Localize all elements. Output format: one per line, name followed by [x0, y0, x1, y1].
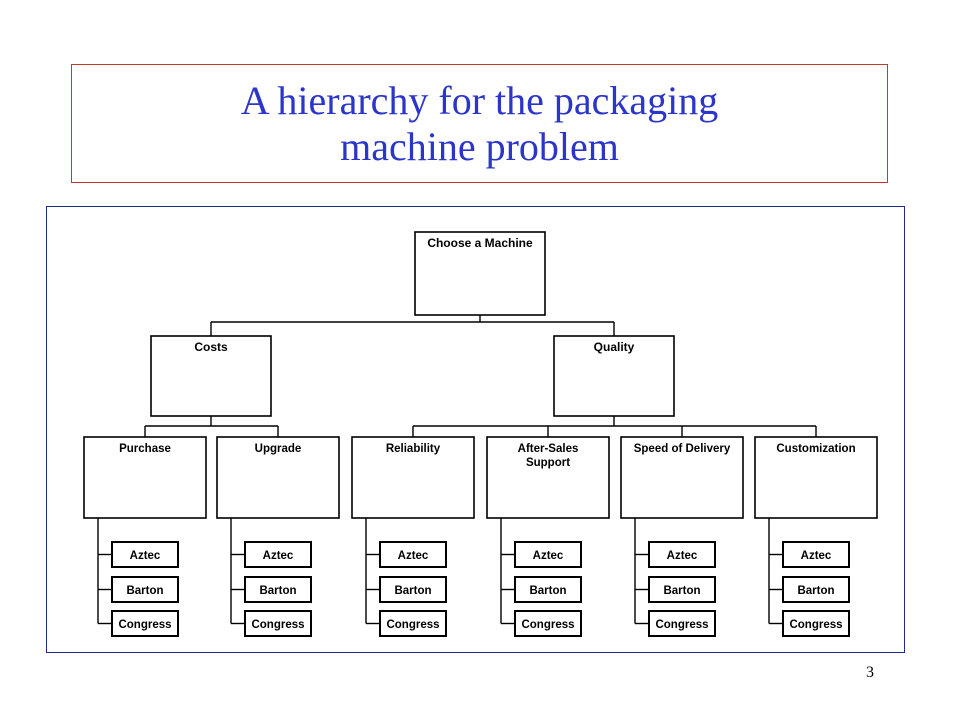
alternative-node-barton [514, 576, 582, 603]
alternative-node-barton [244, 576, 312, 603]
page-number: 3 [866, 664, 874, 681]
subcriteria-label: Reliability [386, 443, 441, 455]
alternative-node-aztec [111, 541, 179, 568]
subcriteria-label-line2: Support [526, 457, 570, 469]
alternative-label: Aztec [533, 550, 564, 562]
subcriteria-node-reliability [351, 436, 475, 519]
alternative-label: Congress [386, 619, 439, 631]
alternative-label: Aztec [667, 550, 698, 562]
alternative-node-barton [782, 576, 850, 603]
alternative-node-aztec [244, 541, 312, 568]
slide-title-box: A hierarchy for the packaging machine pr… [71, 64, 888, 183]
alternative-label: Congress [521, 619, 574, 631]
alternative-node-congress [782, 610, 850, 637]
alternative-label: Barton [797, 585, 834, 597]
subcriteria-node-customization [754, 436, 878, 519]
subcriteria-node-after-sales [486, 436, 610, 519]
alternative-node-aztec [514, 541, 582, 568]
alternative-label: Barton [259, 585, 296, 597]
alternative-label: Barton [663, 585, 700, 597]
alternative-label: Barton [529, 585, 566, 597]
alternative-node-congress [244, 610, 312, 637]
alternative-node-congress [514, 610, 582, 637]
subcriteria-label: Upgrade [255, 443, 302, 455]
alternative-label: Congress [118, 619, 171, 631]
alternative-node-congress [648, 610, 716, 637]
alternative-node-barton [111, 576, 179, 603]
alternative-label: Barton [126, 585, 163, 597]
alternative-node-congress [111, 610, 179, 637]
alternative-node-aztec [648, 541, 716, 568]
alternative-label: Aztec [801, 550, 832, 562]
subcriteria-label: After-Sales [518, 443, 579, 455]
alternative-node-aztec [379, 541, 447, 568]
subcriteria-label: Speed of Delivery [634, 443, 731, 455]
goal-label: Choose a Machine [427, 236, 533, 250]
subcriteria-label: Customization [776, 443, 855, 455]
subcriteria-node-upgrade [216, 436, 340, 519]
alternative-label: Congress [655, 619, 708, 631]
subcriteria-node-purchase [83, 436, 207, 519]
alternative-label: Barton [394, 585, 431, 597]
subcriteria-label: Purchase [119, 443, 171, 455]
alternative-label: Aztec [263, 550, 294, 562]
alternative-label: Congress [789, 619, 842, 631]
alternative-label: Aztec [398, 550, 429, 562]
subcriteria-node-speed-of-delivery [620, 436, 744, 519]
criteria-node-quality [553, 335, 675, 417]
goal-node [414, 231, 546, 316]
criteria-label: Quality [594, 340, 635, 354]
criteria-label: Costs [194, 340, 228, 354]
alternative-label: Aztec [130, 550, 161, 562]
alternative-label: Congress [251, 619, 304, 631]
alternative-node-barton [648, 576, 716, 603]
alternative-node-barton [379, 576, 447, 603]
alternative-node-congress [379, 610, 447, 637]
slide-title: A hierarchy for the packaging machine pr… [240, 77, 719, 169]
criteria-node-costs [150, 335, 272, 417]
alternative-node-aztec [782, 541, 850, 568]
